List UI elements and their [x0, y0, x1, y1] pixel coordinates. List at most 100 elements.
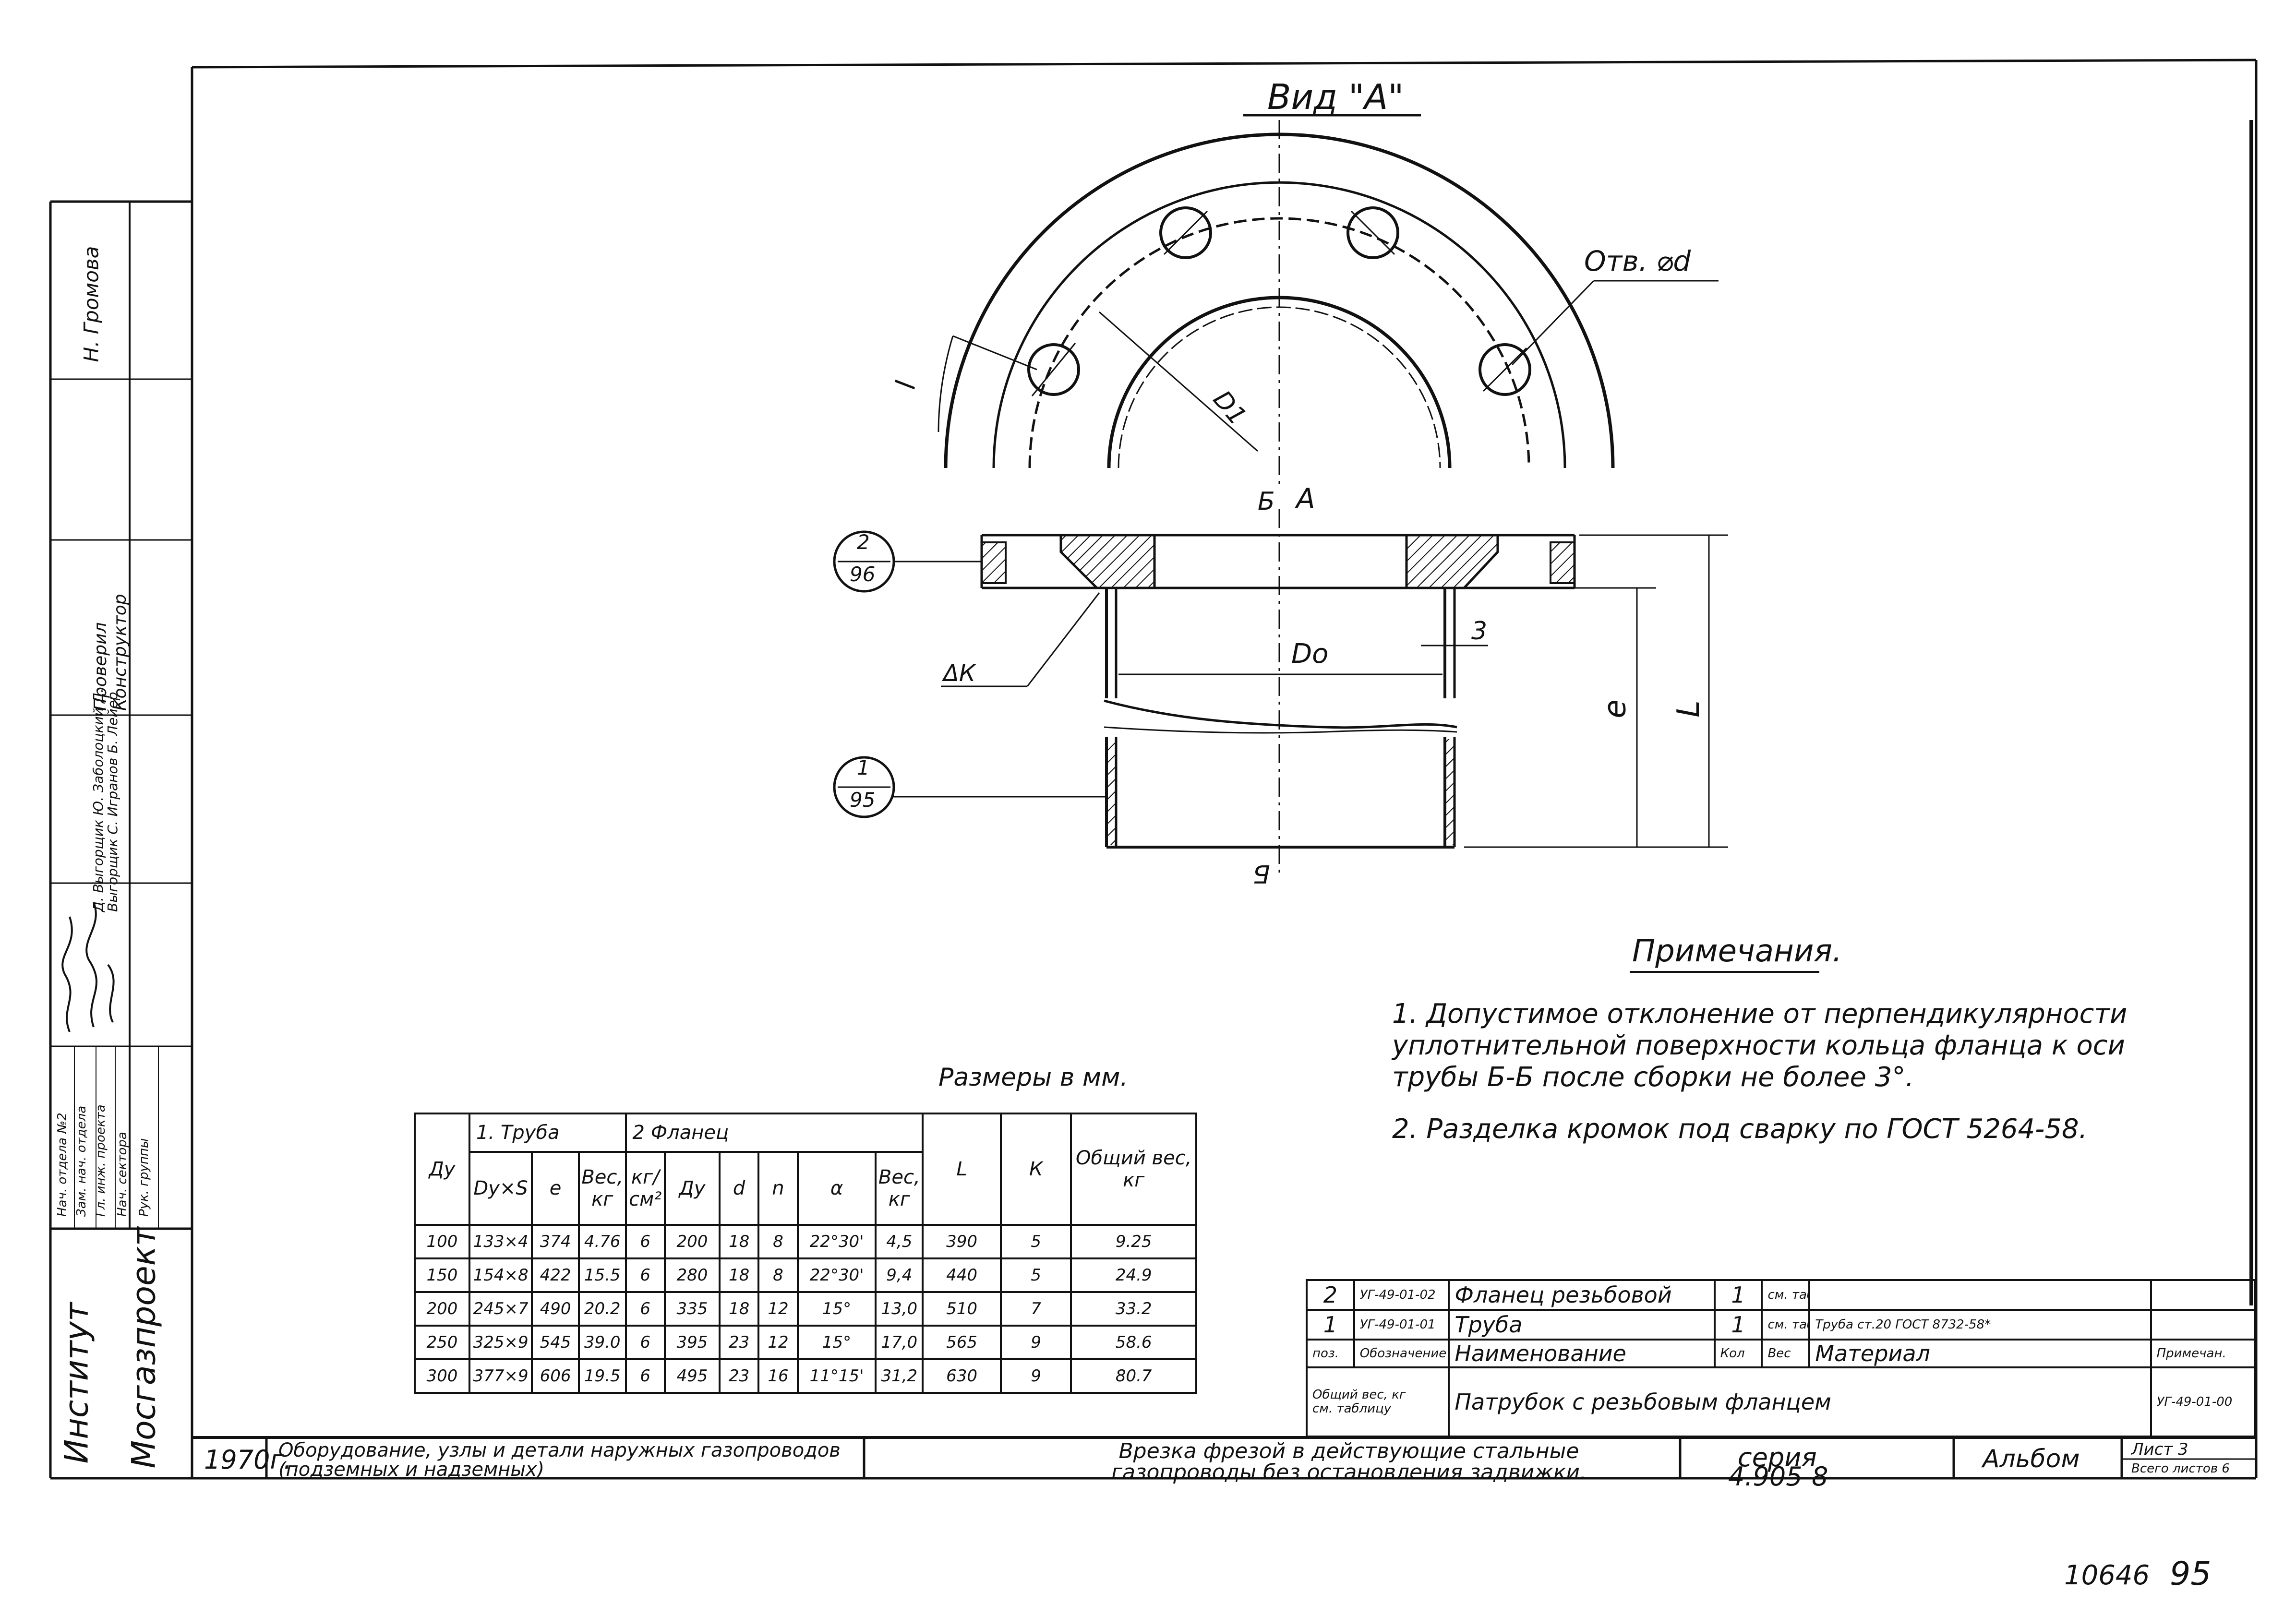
- cell: 31,2: [875, 1358, 924, 1394]
- cell: 545: [531, 1325, 580, 1360]
- approval-role-5: Рук. группы: [137, 1138, 151, 1217]
- cell: 8: [757, 1257, 799, 1293]
- cell: 9: [999, 1325, 1072, 1360]
- spec-assembly-code: УГ-49-01-00: [2150, 1366, 2257, 1438]
- cell: 200: [414, 1291, 470, 1327]
- cell: 440: [922, 1257, 1002, 1293]
- cell: 17,0: [875, 1325, 924, 1360]
- approval-person-4: Д. Выгорщик Ю. Заболоцкий Д. Выгорщик С.…: [90, 688, 120, 912]
- cell: 12: [757, 1325, 799, 1360]
- spec-code: УГ-49-01-02: [1353, 1279, 1450, 1311]
- cell: 565: [922, 1325, 1002, 1360]
- spec-weight: см. табл.: [1761, 1279, 1811, 1311]
- institute-name-1: Институт: [58, 1302, 96, 1464]
- spec-name: Фланец резьбовой: [1448, 1279, 1716, 1311]
- spec-note: [2150, 1279, 2257, 1311]
- cell: 9.25: [1070, 1224, 1197, 1260]
- note-1: 1. Допустимое отклонение от перпендикуля…: [1392, 998, 2128, 1093]
- cell: 4,5: [875, 1224, 924, 1260]
- dim-e-label: е: [1597, 699, 1633, 718]
- cell: 395: [663, 1325, 721, 1360]
- hdr-dy: Ду: [414, 1112, 470, 1226]
- cell: 490: [531, 1291, 580, 1327]
- callout-2-den: 96: [850, 563, 876, 586]
- series-label: серия: [1738, 1442, 1817, 1472]
- cell: 154×8: [468, 1257, 533, 1293]
- flange-section: [833, 509, 1728, 878]
- year: 1970г.: [204, 1445, 292, 1475]
- section-mark-top: Б: [1258, 487, 1275, 516]
- hdr-K: К: [999, 1112, 1072, 1226]
- cell: 80.7: [1070, 1358, 1197, 1394]
- spec-total-weight-label: Общий вес, кг: [1312, 1388, 1406, 1402]
- sheet-number: Лист 3: [2131, 1440, 2188, 1459]
- hdr-pipe-weight: Вес, кг: [577, 1150, 627, 1226]
- cell: 200: [663, 1224, 721, 1260]
- view-title: Вид "А": [1267, 77, 1404, 117]
- cell: 23: [718, 1358, 760, 1394]
- approval-role-4: Нач. сектора: [115, 1132, 130, 1217]
- spec-row: 1 УГ-49-01-01 Труба 1 см. табл. Труба ст…: [1306, 1308, 2257, 1341]
- cell: 100: [414, 1224, 470, 1260]
- hdr-pipe-group: 1. Труба: [468, 1113, 627, 1153]
- approval-role-3: Гл. инж. проекта: [94, 1104, 108, 1217]
- spec-material: [1808, 1279, 2152, 1311]
- dim-L-label: L: [1671, 700, 1707, 718]
- title-block-grid: [192, 1436, 2256, 1478]
- approval-role-1: Нач. отдела №2: [55, 1113, 70, 1217]
- cell: 6: [625, 1224, 666, 1260]
- cell: 39.0: [577, 1325, 627, 1360]
- spec-qty: 1: [1713, 1279, 1763, 1311]
- cell: 7: [999, 1291, 1072, 1327]
- spec-hdr-note: Примечан.: [2150, 1338, 2257, 1368]
- album-label: Альбом: [1983, 1445, 2080, 1473]
- cell: 5: [999, 1224, 1072, 1260]
- cell: 377×9: [468, 1358, 533, 1394]
- cell: 6: [625, 1325, 666, 1360]
- spec-see-table-label: см. таблицу: [1312, 1401, 1392, 1416]
- spec-name: Труба: [1448, 1308, 1716, 1341]
- sheets-total: Всего листов 6: [2131, 1461, 2230, 1476]
- cell: 15°: [796, 1291, 877, 1327]
- hole-label: Отв. ⌀d: [1584, 245, 1691, 277]
- cell: 19.5: [577, 1358, 627, 1394]
- cell: 23: [718, 1325, 760, 1360]
- cell: 16: [757, 1358, 799, 1394]
- spec-hdr-qty: Кол: [1713, 1338, 1763, 1368]
- spec-hdr-name: Наименование: [1448, 1338, 1716, 1368]
- cell: 6: [625, 1358, 666, 1394]
- spec-hdr-code: Обозначение: [1353, 1338, 1450, 1368]
- cell: 58.6: [1070, 1325, 1197, 1360]
- cell: 13,0: [875, 1291, 924, 1327]
- cell: 510: [922, 1291, 1002, 1327]
- spec-qty: 1: [1713, 1308, 1763, 1341]
- spec-hdr-weight: Вес: [1761, 1338, 1811, 1368]
- cell: 495: [663, 1358, 721, 1394]
- dimensions-caption: Размеры в мм.: [938, 1063, 1128, 1092]
- cell: 4.76: [577, 1224, 627, 1260]
- cell: 390: [922, 1224, 1002, 1260]
- hdr-fl-weight: Вес, кг: [875, 1150, 924, 1226]
- cell: 422: [531, 1257, 580, 1293]
- note-2: 2. Разделка кромок под сварку по ГОСТ 52…: [1392, 1113, 2088, 1145]
- approval-role-2: Зам. нач. отдела: [74, 1105, 89, 1217]
- hdr-L: L: [922, 1112, 1002, 1226]
- notes-title: Примечания.: [1632, 934, 1842, 969]
- spec-note: [2150, 1308, 2257, 1341]
- flange-view-a: [938, 114, 1719, 490]
- cell: 20.2: [577, 1291, 627, 1327]
- cell: 33.2: [1070, 1291, 1197, 1327]
- spec-header-row: поз. Обозначение Наименование Кол Вес Ма…: [1306, 1338, 2257, 1368]
- approval-person-1: Н. Громова: [79, 246, 103, 362]
- cell: 325×9: [468, 1325, 533, 1360]
- callout-2-num: 2: [857, 530, 870, 554]
- hdr-fl-p: кг/см²: [625, 1150, 666, 1226]
- hdr-fl-d: d: [718, 1150, 760, 1226]
- cell: 22°30': [796, 1257, 877, 1293]
- cell: 6: [625, 1291, 666, 1327]
- cell: 18: [718, 1291, 760, 1327]
- spec-row: 2 УГ-49-01-02 Фланец резьбовой 1 см. таб…: [1306, 1279, 2257, 1311]
- spec-table: 2 УГ-49-01-02 Фланец резьбовой 1 см. таб…: [1305, 1279, 2257, 1438]
